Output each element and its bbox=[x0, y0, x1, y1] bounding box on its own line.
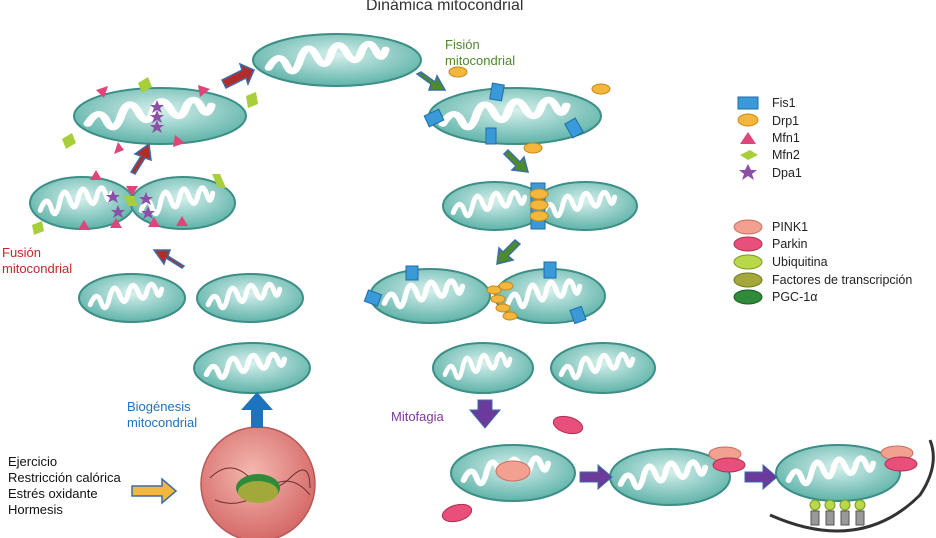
parkin-free-1 bbox=[552, 415, 584, 435]
cell-nucleus bbox=[200, 426, 316, 538]
label-biogenesis-line1: Biogénesis bbox=[127, 399, 191, 414]
legend-symbols bbox=[733, 96, 763, 305]
arrows-fission bbox=[415, 71, 530, 265]
legend-fis1: Fis1 bbox=[772, 96, 796, 110]
mitochondria-pair-left bbox=[78, 273, 304, 323]
parkin-free-2 bbox=[441, 503, 473, 523]
legend-transcription-factors: Factores de transcripción bbox=[772, 273, 913, 287]
arrows-mitophagy bbox=[468, 399, 778, 491]
mitochondria-divided bbox=[369, 268, 606, 324]
label-fusion: Fusión mitocondrial bbox=[2, 245, 72, 277]
legend-ubiquitin: Ubiquitina bbox=[772, 255, 828, 269]
mitochondrion-new bbox=[193, 342, 311, 394]
label-biogenesis-line2: mitocondrial bbox=[127, 415, 198, 430]
mitochondrion-top bbox=[252, 33, 422, 87]
label-mitophagy: Mitofagia bbox=[391, 409, 444, 424]
legend-parkin: Parkin bbox=[772, 237, 808, 251]
drp1-markers bbox=[448, 66, 611, 321]
mitochondrion-constricted bbox=[442, 181, 638, 231]
stimulus-hormesis: Hormesis bbox=[8, 502, 63, 517]
mitochondria-daughters bbox=[432, 342, 656, 394]
diagram-title: Dinámica mitocondrial bbox=[366, 0, 524, 14]
label-fusion-line2: mitocondrial bbox=[2, 261, 73, 276]
mfn1-markers bbox=[78, 85, 210, 230]
stimulus-exercise: Ejercicio bbox=[8, 454, 58, 469]
label-biogenesis: Biogénesis mitocondrial bbox=[127, 399, 197, 431]
legend-mfn2: Mfn2 bbox=[772, 148, 800, 162]
legend-dpa1: Dpa1 bbox=[772, 166, 802, 180]
arrows-fusion bbox=[129, 62, 255, 269]
dpa1-markers bbox=[106, 100, 164, 219]
mitochondrion-parkin bbox=[609, 446, 746, 506]
legend-drp1: Drp1 bbox=[772, 114, 800, 128]
legend-pgc1a: PGC-1α bbox=[772, 290, 818, 304]
mfn2-markers bbox=[32, 77, 258, 235]
label-fusion-line1: Fusión bbox=[2, 245, 42, 260]
label-fission-line1: Fisión bbox=[445, 37, 480, 52]
legend-pink1: PINK1 bbox=[772, 220, 809, 234]
label-fission-line2: mitocondrial bbox=[445, 53, 516, 68]
mitochondrion-pink1 bbox=[450, 444, 576, 502]
arrow-biogenesis bbox=[241, 392, 273, 428]
mitochondrion-autophagosome bbox=[769, 439, 935, 533]
arrow-stimuli bbox=[131, 477, 178, 505]
mitochondria-tethered-left bbox=[29, 176, 236, 230]
stimuli-list: Ejercicio Restricción calórica Estrés ox… bbox=[8, 454, 121, 518]
legend-mfn1: Mfn1 bbox=[772, 131, 800, 145]
stimulus-caloric-restriction: Restricción calórica bbox=[8, 470, 121, 485]
stimulus-oxidative-stress: Estrés oxidante bbox=[8, 486, 98, 501]
label-fission: Fisión mitocondrial bbox=[445, 37, 515, 69]
